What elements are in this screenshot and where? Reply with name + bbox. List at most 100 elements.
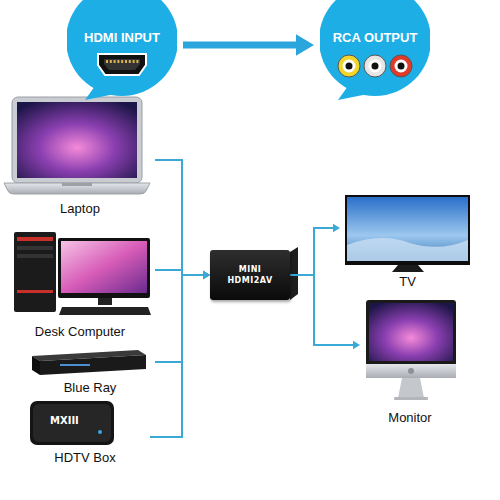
- converter-box: MINIHDMI2AV: [210, 250, 290, 300]
- desk-computer-illustration-part: [17, 254, 53, 258]
- desk-computer-illustration-part: [14, 232, 56, 312]
- arrow-head: [203, 271, 210, 279]
- hdmi-pin: [125, 60, 127, 63]
- device-caption: Blue Ray: [64, 380, 117, 396]
- hdtv-box-illustration: [30, 401, 114, 445]
- laptop-illustration-part: [12, 97, 142, 183]
- converter-jacks-part: [290, 247, 298, 300]
- arrow-head: [203, 271, 210, 279]
- arrow-head: [296, 34, 314, 56]
- desk-computer-illustration-part: [98, 298, 112, 305]
- hdmi-pin: [117, 60, 119, 63]
- device-marking: HDMI2AV: [227, 275, 272, 286]
- hdmi-port-icon: [98, 54, 146, 75]
- rca-jack-icon: [346, 63, 353, 70]
- blue-ray-illustration: [32, 350, 146, 375]
- rca-jack-icon: [343, 60, 356, 73]
- speech-bubble-shape: [67, 0, 177, 100]
- arrow-head: [203, 271, 210, 279]
- speech-bubble: RCA OUTPUT: [320, 0, 430, 100]
- connector-line: [155, 160, 204, 275]
- tv-illustration-part: [392, 265, 424, 272]
- arrow-head: [353, 341, 360, 349]
- desk-computer-illustration-part: [58, 238, 150, 298]
- blue-ray-illustration-part: [60, 364, 90, 366]
- source-device: Blue Ray: [25, 348, 155, 396]
- laptop-illustration: [4, 97, 150, 194]
- rca-jack-icon: [372, 63, 379, 70]
- display-device: Monitor: [360, 298, 460, 426]
- rca-jack-icon: [364, 55, 386, 77]
- source-device: Laptop: [5, 95, 155, 217]
- hdmi-pin: [129, 60, 131, 63]
- rca-jack-icon: [369, 60, 382, 73]
- device-caption: Monitor: [388, 410, 431, 426]
- desk-computer-illustration-part: [17, 237, 53, 241]
- source-device: HDTV Box: [20, 398, 150, 466]
- speech-bubble: HDMI INPUT: [67, 0, 177, 100]
- rca-jack-icon: [395, 60, 408, 73]
- monitor-illustration-part: [369, 303, 453, 361]
- bubble-title: HDMI INPUT: [84, 30, 160, 45]
- connector-line: [183, 42, 300, 49]
- tv-illustration-part: [347, 238, 468, 261]
- monitor-illustration: [366, 300, 456, 400]
- signal-connector: [150, 271, 210, 437]
- hdmi-pin: [110, 60, 112, 63]
- arrow-head: [203, 271, 210, 279]
- hdmi-pin: [133, 60, 135, 63]
- connector-line: [290, 228, 334, 275]
- hdtv-box-illustration-part: [33, 404, 111, 442]
- desk-computer-illustration: [14, 232, 151, 315]
- bubble-circle: [67, 0, 177, 96]
- device-marking: MINI: [239, 264, 262, 275]
- rca-jack-icon: [338, 55, 360, 77]
- hdtv-box-illustration-part: [30, 401, 114, 445]
- monitor-illustration-part: [408, 368, 414, 374]
- connector-line: [155, 275, 204, 362]
- tv-illustration-part: [345, 195, 470, 265]
- monitor-illustration-part: [394, 397, 428, 400]
- device-caption: HDTV Box: [54, 450, 115, 466]
- tv-illustration: [345, 195, 470, 272]
- device-caption: TV: [399, 274, 416, 290]
- connector-line: [290, 275, 354, 345]
- signal-connector: [290, 224, 340, 275]
- blue-ray-illustration-part: [32, 356, 40, 375]
- hdmi-pin: [106, 60, 108, 63]
- rca-jack-icon: [398, 63, 405, 70]
- display-device: TV: [340, 190, 475, 290]
- converter-jacks: [290, 247, 298, 300]
- hdtv-box-illustration-part: [98, 430, 102, 434]
- desk-computer-illustration-part: [17, 246, 53, 250]
- device-caption: Laptop: [60, 201, 100, 217]
- monitor-illustration-part: [398, 378, 424, 398]
- bubble-title: RCA OUTPUT: [333, 30, 418, 45]
- signal-connector: [290, 275, 360, 349]
- monitor-illustration-part: [366, 300, 456, 366]
- laptop-illustration-part: [17, 102, 137, 178]
- hdmi-pin: [121, 60, 123, 63]
- blue-ray-illustration-part: [40, 355, 146, 375]
- device-caption: Desk Computer: [35, 324, 125, 340]
- monitor-illustration-part: [366, 364, 456, 378]
- hdmi-pin: [136, 60, 138, 63]
- hdmi-pin: [114, 60, 116, 63]
- tv-illustration-part: [347, 197, 468, 261]
- desk-computer-illustration-part: [61, 241, 147, 293]
- arrow-head: [333, 224, 340, 232]
- brand-marking: MXIII: [50, 415, 79, 426]
- flow-arrow: [183, 34, 314, 56]
- laptop-illustration-part: [62, 183, 92, 186]
- rca-jack-icon: [390, 55, 412, 77]
- signal-connector: [155, 160, 210, 279]
- laptop-illustration-part: [4, 183, 150, 194]
- source-device: Desk Computer: [5, 225, 155, 340]
- desk-computer-illustration-part: [17, 290, 53, 293]
- desk-computer-illustration-part: [59, 307, 151, 315]
- speech-bubble-shape: [320, 0, 430, 100]
- hdmi-port-icon: [104, 59, 140, 70]
- bubble-circle: [320, 0, 430, 96]
- connector-line: [150, 275, 204, 437]
